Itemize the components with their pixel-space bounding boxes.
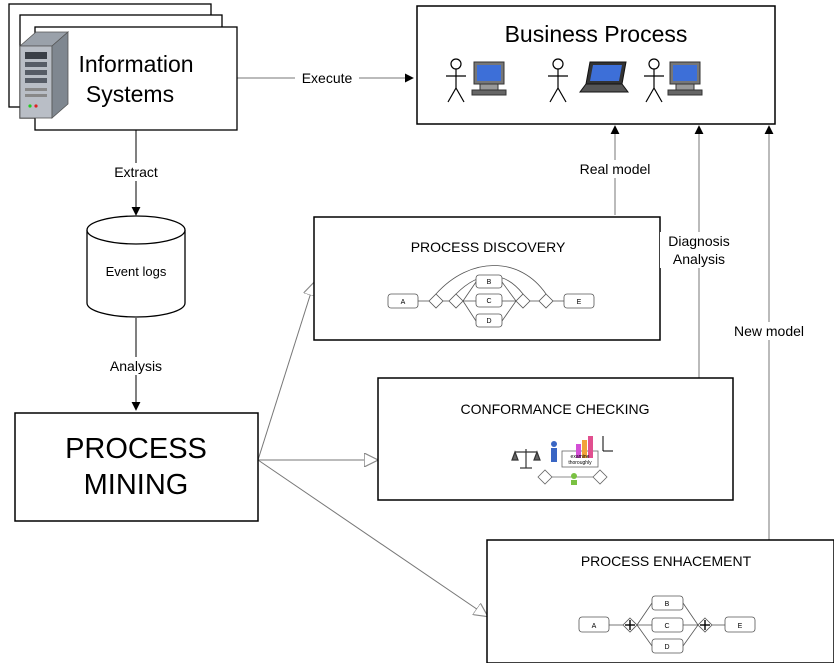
information-systems-line1: Information	[78, 51, 193, 77]
conformance-note-text: examine thoroughly	[568, 454, 592, 466]
mining-to-discovery	[257, 283, 314, 461]
activity-label: E	[577, 299, 582, 306]
activity-label: D	[664, 644, 669, 651]
activity-label: C	[664, 623, 669, 630]
bar-chart-icon	[576, 436, 613, 458]
node-titles: Information Systems Business Process Eve…	[65, 21, 752, 569]
actor-icon	[446, 58, 466, 103]
process-discovery-title: PROCESS DISCOVERY	[411, 239, 566, 255]
edge-labels: Execute Extract Analysis Real model Diag…	[102, 69, 812, 375]
actor-icon	[548, 58, 568, 103]
activity-label: E	[738, 623, 743, 630]
discovery-activity-labels: A B C D E	[401, 279, 582, 325]
person-icon	[571, 473, 577, 485]
note-line: thoroughly	[568, 460, 592, 466]
execute-label: Execute	[302, 70, 353, 86]
enhancement-process-model	[578, 595, 756, 654]
new-model-label: New model	[734, 323, 804, 339]
process-mining-line2: MINING	[84, 469, 189, 501]
activity-label: A	[401, 299, 406, 306]
computer-icon	[471, 61, 507, 96]
business-process-title: Business Process	[505, 21, 688, 47]
server-icon	[18, 31, 70, 119]
person-icon	[551, 441, 557, 462]
information-systems-line2: Systems	[86, 81, 174, 107]
diagnosis-label-line2: Analysis	[673, 251, 725, 267]
laptop-icon	[579, 61, 629, 93]
conformance-checking-box	[377, 377, 734, 501]
actor-icon	[644, 58, 664, 103]
activity-label: B	[487, 279, 492, 286]
activity-label: C	[486, 298, 491, 305]
diagnosis-label-line1: Diagnosis	[668, 233, 729, 249]
process-mining-box	[14, 412, 259, 522]
activity-label: B	[665, 601, 670, 608]
enhancement-activity-labels: A B C D E	[592, 601, 743, 651]
computer-icon	[667, 61, 703, 96]
real-model-label: Real model	[580, 161, 651, 177]
event-logs-cylinder	[86, 215, 186, 318]
scales-icon	[511, 449, 541, 469]
process-mining-line1: PROCESS	[65, 433, 207, 465]
process-enhancement-title: PROCESS ENHACEMENT	[581, 553, 752, 569]
mining-to-enhancement	[257, 459, 487, 616]
analysis-label: Analysis	[110, 358, 162, 374]
note-line: examine	[571, 454, 590, 460]
discovery-process-model	[387, 265, 595, 328]
activity-label: A	[592, 623, 597, 630]
connectors	[131, 73, 774, 616]
extract-label: Extract	[114, 164, 158, 180]
event-logs-label: Event logs	[106, 264, 167, 279]
activity-label: D	[486, 318, 491, 325]
conformance-checking-title: CONFORMANCE CHECKING	[460, 401, 649, 417]
